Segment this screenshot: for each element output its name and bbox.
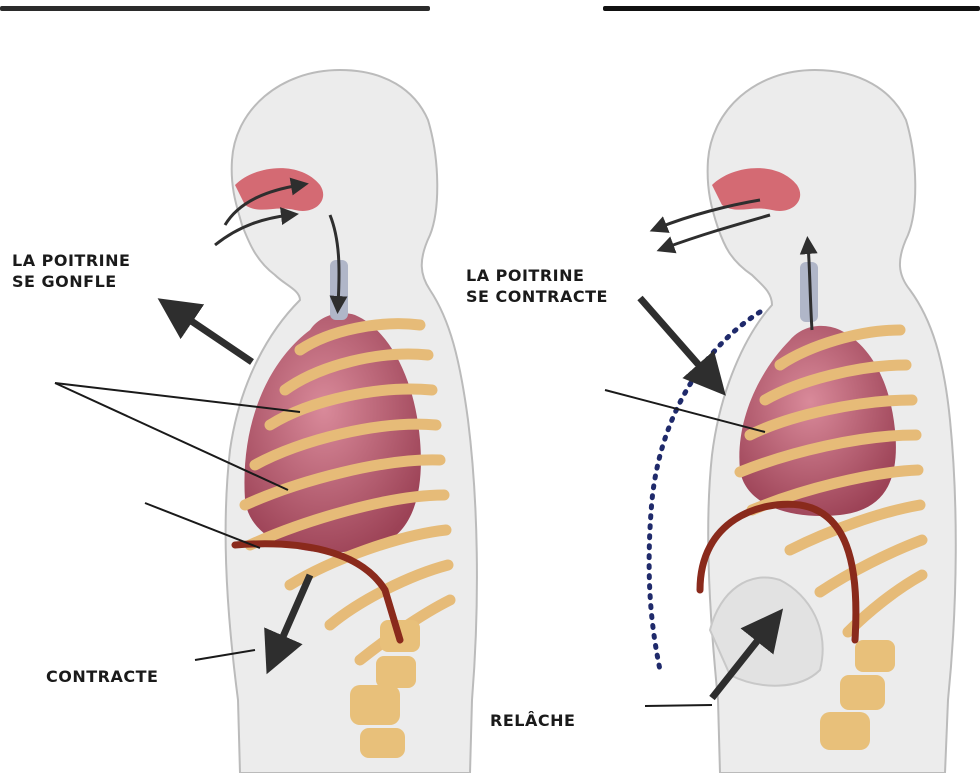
label-chest-expands: LA POITRINE SE GONFLE — [12, 250, 130, 292]
chest-compress-arrow — [640, 298, 712, 380]
label-diaphragm-relaxes: RELÂCHE — [490, 710, 575, 731]
chest-expand-arrow — [175, 310, 252, 362]
label-diaphragm-contracts: CONTRACTE — [46, 666, 158, 687]
label-chest-contracts: LA POITRINE SE CONTRACTE — [466, 265, 608, 307]
top-bar-left — [0, 6, 430, 11]
figure-exhale — [605, 70, 956, 773]
top-bar-right — [603, 6, 980, 11]
